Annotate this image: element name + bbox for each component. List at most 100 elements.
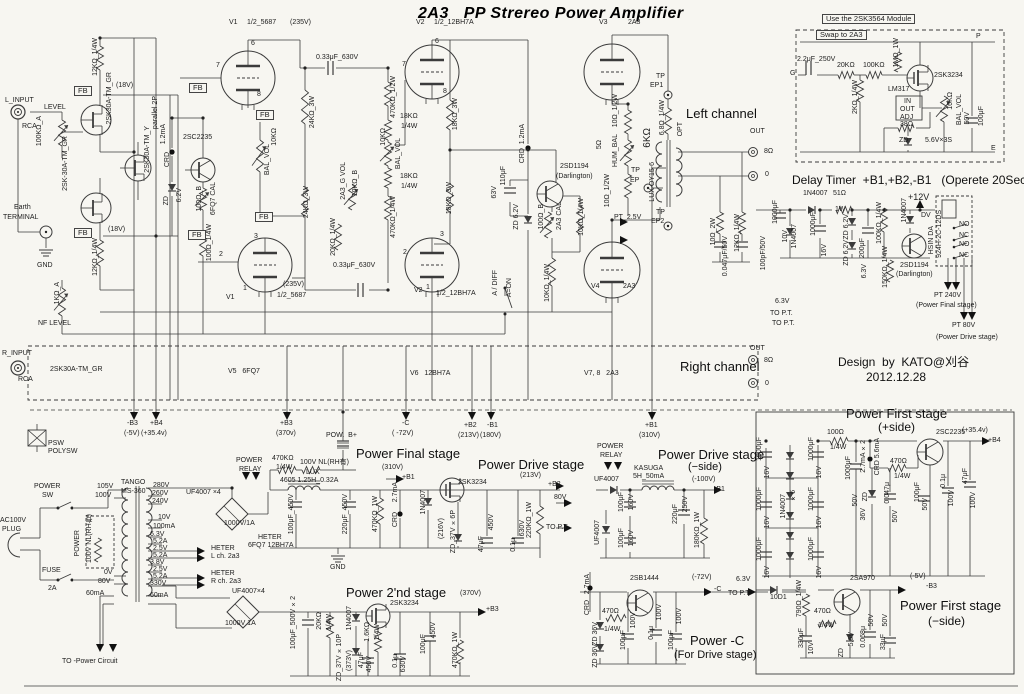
arrow-icon	[944, 282, 952, 290]
component-label: TP	[656, 209, 665, 216]
component-label: 1	[426, 284, 430, 291]
component-label: 1000μF	[808, 487, 815, 511]
component-label: 470KΩ_1W	[372, 496, 379, 532]
component-label: 1/4W	[326, 614, 333, 631]
component-label: 6KΩ	[642, 128, 653, 148]
component-label: CRD	[164, 152, 171, 168]
component-label: 100V	[95, 492, 112, 499]
component-label: 470KΩ_1/2W	[390, 76, 397, 118]
component-label: 1N4007	[803, 190, 828, 197]
component-label: PLUG	[2, 526, 22, 533]
component-label: 100μF	[420, 634, 427, 654]
component-label: TO P.T.	[546, 524, 569, 531]
component-label: (370V)	[460, 590, 482, 597]
component-label: TO P.T.	[770, 310, 793, 317]
mode-switch-lever	[504, 287, 513, 309]
component-label: 5.6V×3S	[925, 137, 953, 144]
junction-dot	[610, 218, 614, 222]
testpoint-icon	[663, 90, 673, 100]
component-label: 2SK30A-TM_Y	[144, 126, 151, 173]
component-label: 630V	[400, 656, 407, 673]
rca-jack-icon	[14, 364, 22, 372]
component-label: 1/2_5687	[277, 292, 307, 299]
arrow-icon	[396, 475, 404, 483]
component-label: 100Ω_B	[538, 204, 545, 230]
component-label: 1000μF	[756, 437, 763, 461]
component-label: 18KΩ_3W	[452, 98, 459, 131]
component-label: POWER	[34, 483, 61, 490]
diode-symbol	[906, 216, 914, 223]
diode-symbol	[168, 184, 176, 191]
transistor-lead	[545, 196, 559, 205]
arrow-icon	[402, 412, 410, 420]
component-label: POWER	[597, 443, 624, 450]
component-label: 47μF	[962, 468, 969, 485]
resistor-symbol	[623, 109, 633, 135]
component-label: 100μF	[914, 482, 921, 502]
section-heading: Power 2'nd stage	[346, 585, 447, 600]
transistor-lead	[635, 592, 649, 601]
component-label: ×6	[790, 490, 797, 501]
component-label: 2	[403, 249, 407, 256]
junction-dot	[764, 439, 768, 443]
component-label: 2A3	[628, 19, 641, 26]
pot-wiper	[619, 144, 635, 162]
potentiometer-symbol	[939, 95, 949, 123]
transistor-lead	[545, 183, 559, 192]
arrow-icon	[564, 499, 572, 507]
component-label: 450V	[366, 656, 373, 673]
resistor-symbol	[865, 70, 883, 80]
component-label: 3.8V	[150, 559, 165, 566]
component-label: GND	[37, 262, 53, 269]
component-label: HETER	[211, 570, 235, 577]
junction-dot	[854, 439, 858, 443]
rca-jack-icon	[14, 108, 22, 116]
diode-symbol	[602, 526, 610, 533]
component-label: 8	[257, 91, 261, 98]
rca-jack-icon	[10, 104, 26, 120]
component-label: 18KΩ	[400, 173, 418, 180]
component-label: TERMINAL	[3, 214, 39, 221]
component-label: V7, 8 2A3	[584, 370, 619, 377]
pot-wiper-arrow	[64, 125, 68, 130]
crd-dot	[867, 456, 873, 462]
component-label: GND	[330, 564, 346, 571]
component-label: 2A3_G VOL	[340, 162, 347, 200]
component-label: -C	[714, 586, 722, 593]
resistor-symbol	[375, 497, 385, 525]
junction-dot	[230, 486, 234, 490]
component-label: 100V NL(RH有)	[86, 514, 93, 564]
pot-wiper	[251, 146, 267, 166]
resistor-symbol	[455, 639, 465, 665]
component-label: 1/2_12BH7A	[434, 19, 474, 26]
component-label: (18V)	[108, 226, 126, 233]
right-channel-box	[27, 345, 759, 401]
component-label: HETER	[258, 534, 282, 541]
component-label: 2KΩ_1/4W	[852, 80, 859, 115]
component-label: UF4007	[594, 520, 601, 545]
arrow-icon	[197, 574, 205, 582]
component-label: 16V	[816, 566, 823, 579]
component-label: (+35.4v)	[141, 430, 167, 437]
component-label: (373V)	[346, 650, 353, 672]
arrow-icon	[197, 581, 205, 589]
designer-credit: Design by KATO@刈谷	[838, 355, 970, 369]
resistor-symbol	[301, 465, 321, 475]
component-label: 280V	[153, 482, 170, 489]
component-label: 470Ω	[814, 608, 831, 615]
component-label: 0.047μ	[884, 482, 891, 504]
resistor-symbol	[801, 593, 811, 617]
component-label: 100mA	[153, 523, 176, 530]
resistor-symbol	[383, 195, 393, 221]
junction-dot	[682, 488, 686, 492]
component-label: 2.7mA	[584, 574, 591, 595]
component-label: 150KΩ_1/4W	[882, 246, 889, 288]
arrow-icon	[96, 644, 104, 652]
rca-jack-icon	[17, 111, 19, 113]
component-label: (Darlington)	[896, 271, 933, 278]
arrow-icon	[283, 412, 291, 420]
resistor-symbol	[95, 45, 105, 71]
component-label: OPT	[677, 122, 684, 137]
component-label: V2	[416, 19, 425, 26]
component-label: (For Drive stage)	[674, 649, 757, 661]
